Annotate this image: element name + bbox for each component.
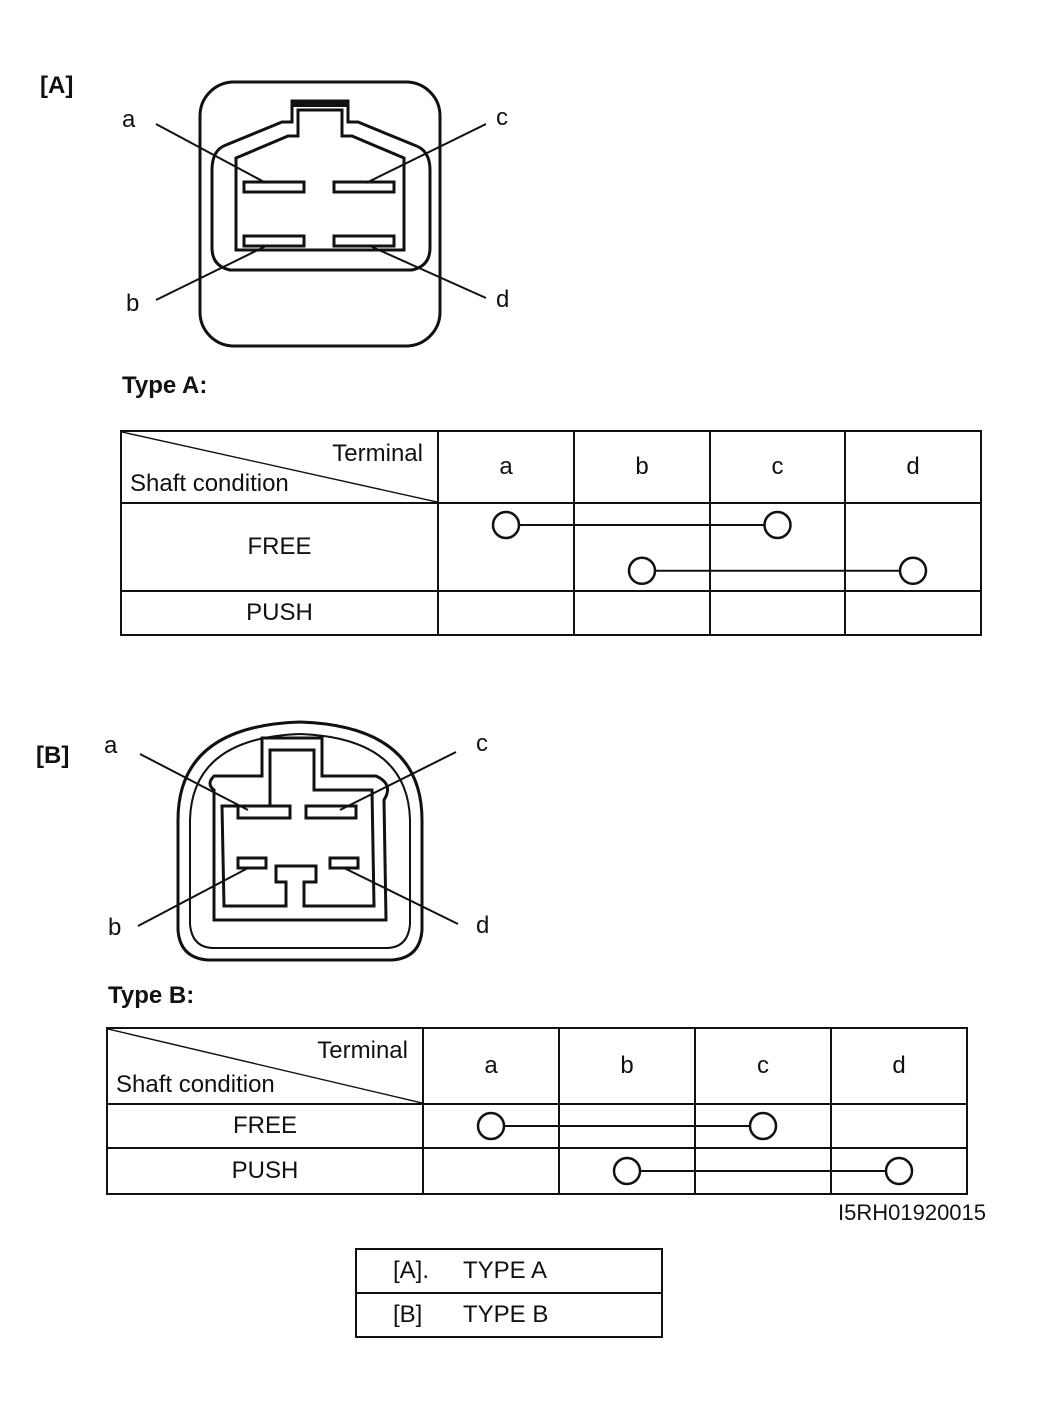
connector-b-terminal-c bbox=[304, 804, 358, 820]
connector-b-outer-shell bbox=[208, 736, 390, 922]
type-a-row-push-label: PUSH bbox=[120, 590, 439, 636]
connector-a-pin-b-label: b bbox=[126, 290, 140, 317]
type-b-col-header-c: c bbox=[694, 1027, 832, 1105]
legend-value: TYPE B bbox=[463, 1301, 549, 1328]
legend-key: [A]. bbox=[393, 1257, 430, 1284]
connector-b-housing-inner-ring bbox=[189, 732, 411, 949]
type-b-terminal-header: Terminal bbox=[317, 1037, 408, 1064]
connector-b-terminal-d bbox=[328, 856, 360, 870]
type-b-col-header-a: a bbox=[422, 1027, 560, 1105]
type-a-title: Type A: bbox=[122, 372, 208, 399]
connector-a-terminal-d bbox=[332, 234, 396, 248]
connector-b-inner-shell bbox=[220, 748, 376, 908]
figure-code: I5RH01920015 bbox=[838, 1200, 987, 1225]
connector-a-leader-d bbox=[369, 245, 487, 299]
type-b-corner-header: Terminal Shaft condition bbox=[106, 1027, 424, 1105]
legend-row: [A]. TYPE A bbox=[355, 1248, 663, 1294]
connector-a-pin-a-label: a bbox=[122, 106, 136, 133]
type-a-col-header-b: b bbox=[573, 430, 711, 504]
connector-a-leader-a bbox=[155, 123, 267, 184]
connector-b-pin-d-label: d bbox=[476, 912, 490, 939]
type-b-col-header-b: b bbox=[558, 1027, 696, 1105]
connector-a-pin-d-label: d bbox=[496, 286, 510, 313]
type-a-col-header-d: d bbox=[844, 430, 982, 504]
connector-b-pin-a-label: a bbox=[104, 732, 118, 759]
type-a-switch-table: Terminal Shaft condition a b c d FREE PU… bbox=[120, 430, 982, 636]
legend-row: [B] TYPE B bbox=[355, 1292, 663, 1338]
connector-b-leader-d bbox=[343, 867, 459, 925]
type-a-row-free-label: FREE bbox=[120, 502, 439, 592]
type-b-shaft-condition-header: Shaft condition bbox=[116, 1071, 275, 1098]
section-b-label: [B] bbox=[36, 742, 70, 769]
connector-b-leader-c bbox=[339, 751, 457, 811]
connector-a-outer-shell bbox=[210, 99, 432, 272]
connector-a-leader-c bbox=[365, 123, 487, 184]
legend-table: [A]. TYPE A [B] TYPE B bbox=[355, 1248, 663, 1338]
connector-b-terminal-a bbox=[236, 804, 292, 820]
type-a-shaft-condition-header: Shaft condition bbox=[130, 470, 289, 497]
legend-value: TYPE A bbox=[463, 1257, 548, 1284]
connector-b-leader-b bbox=[137, 867, 249, 927]
connector-b-leader-a bbox=[139, 753, 249, 811]
type-b-col-header-d: d bbox=[830, 1027, 968, 1105]
legend-key: [B] bbox=[393, 1301, 423, 1328]
type-a-corner-header: Terminal Shaft condition bbox=[120, 430, 439, 504]
type-a-col-header-a: a bbox=[437, 430, 575, 504]
connector-a-housing bbox=[198, 80, 442, 348]
connector-b-terminal-b bbox=[236, 856, 268, 870]
connector-b-pin-c-label: c bbox=[476, 730, 488, 757]
type-b-row-push-label: PUSH bbox=[106, 1147, 424, 1195]
type-b-switch-table: Terminal Shaft condition a b c d FREE PU… bbox=[106, 1027, 968, 1195]
type-a-terminal-header: Terminal bbox=[332, 440, 423, 467]
connector-a-inner-shell bbox=[234, 108, 406, 252]
type-a-col-header-c: c bbox=[709, 430, 846, 504]
section-a-label: [A] bbox=[40, 72, 74, 99]
connector-a-terminal-a bbox=[242, 180, 306, 194]
connector-b-pin-b-label: b bbox=[108, 914, 122, 941]
type-b-title: Type B: bbox=[108, 982, 195, 1009]
connector-a-terminal-b bbox=[242, 234, 306, 248]
type-b-row-free-label: FREE bbox=[106, 1103, 424, 1149]
connector-a-terminal-c bbox=[332, 180, 396, 194]
connector-a-pin-c-label: c bbox=[496, 104, 508, 131]
connector-b-housing bbox=[176, 720, 424, 962]
connector-a-leader-b bbox=[155, 245, 267, 301]
